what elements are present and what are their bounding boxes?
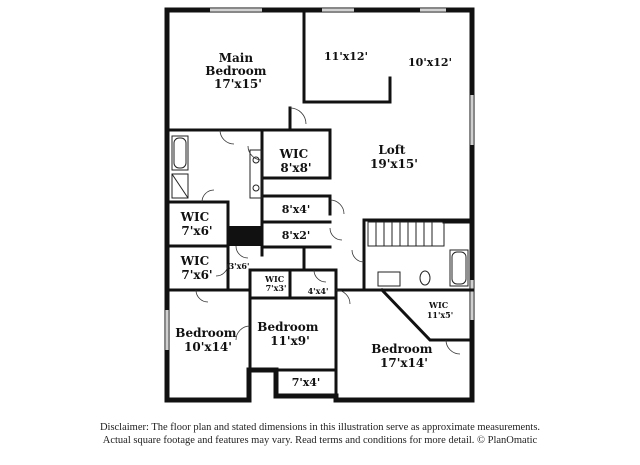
wic-8x8-label: WIC 8'x8' [279,147,313,175]
room-4x4-label: 4'x4' [308,286,329,296]
room-8x4-label: 8'x4' [282,203,311,216]
bedroom-17x14-label: Bedroom 17'x14' [371,342,436,370]
bedroom-11x9-label: Bedroom 11'x9' [257,320,322,348]
room-labels: Main Bedroom 17'x15' 11'x12' 10'x12' Lof… [175,50,453,389]
floor-plan: Main Bedroom 17'x15' 11'x12' 10'x12' Lof… [164,7,475,403]
room-8x2-label: 8'x2' [282,229,311,242]
windows [165,8,474,350]
bedroom-10x14-label: Bedroom 10'x14' [175,326,240,354]
main-bedroom-label: Main Bedroom 17'x15' [205,51,270,91]
fixtures [171,135,474,287]
disclaimer-line-2: Actual square footage and features may v… [102,435,538,446]
room-3x6-label: 3'x6' [229,261,250,271]
wic-7x6-lower-label: WIC 7'x6' [180,254,214,282]
wic-7x3-label: WIC 7'x3' [264,274,287,293]
interior-walls [165,10,474,398]
room-10x12-label: 10'x12' [408,56,452,69]
wic-11x5-label: WIC 11'x5' [427,300,453,320]
room-11x12-label: 11'x12' [324,50,368,63]
exterior-walls [164,7,475,403]
room-7x4-label: 7'x4' [292,376,321,389]
staircase [367,220,474,247]
wic-7x6-upper-label: WIC 7'x6' [180,210,214,238]
disclaimer-line-1: Disclaimer: The floor plan and stated di… [99,422,541,433]
loft-label: Loft 19'x15' [370,143,418,171]
door-swings [195,107,461,355]
